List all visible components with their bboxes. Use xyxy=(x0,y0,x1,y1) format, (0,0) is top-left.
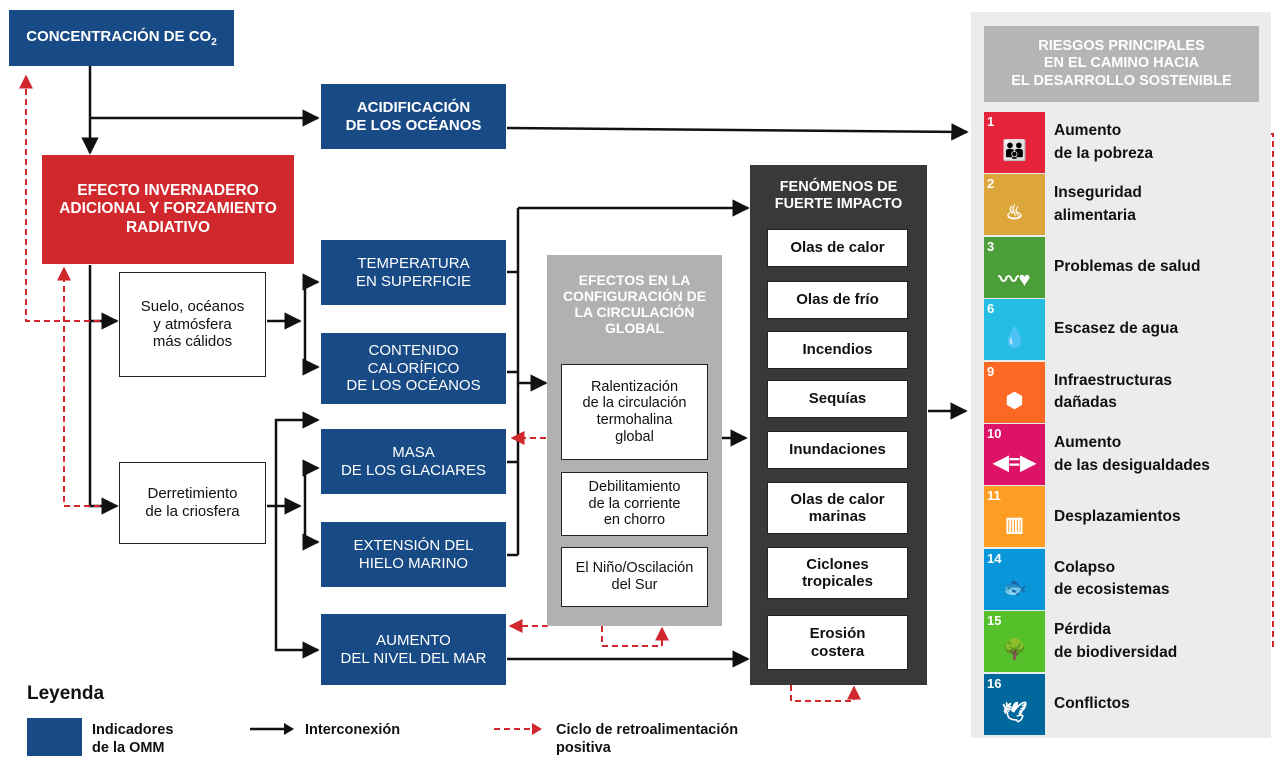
impact-item: Erosión costera xyxy=(767,615,908,670)
bowl-icon: ♨ xyxy=(1005,202,1024,225)
sdg-9-tile: 9⬢ xyxy=(984,361,1045,423)
sdg-10-tile: 10 ◀=▶ xyxy=(984,424,1045,485)
high-impact-events-title: FENÓMENOS DE FUERTE IMPACTO xyxy=(774,179,903,212)
glacier-mass-label: MASA DE LOS GLACIARES xyxy=(340,443,487,479)
equality-icon: ◀=▶ xyxy=(993,452,1036,474)
sdg-number: 10 xyxy=(987,426,1002,441)
risk-label: Aumento de las desigualdades xyxy=(1054,434,1210,474)
sea-ice-extent-label: EXTENSIÓN DEL HIELO MARINO xyxy=(353,536,474,572)
warmer-land-ocean-label: Suelo, océanos y atmósfera más cálidos xyxy=(140,297,245,351)
fish-icon: 🐟 xyxy=(1002,576,1027,599)
ocean-acidification-label: ACIDIFICACIÓN DE LOS OCÉANOS xyxy=(345,98,482,134)
sdg-14-tile: 14🐟 xyxy=(984,548,1045,610)
sdg-11-tile: 11▥ xyxy=(984,486,1045,548)
sdg-number: 6 xyxy=(987,301,995,317)
main-risks-title: RIESGOS PRINCIPALES EN EL CAMINO HACIA E… xyxy=(984,26,1259,102)
glacier-mass-box: MASA DE LOS GLACIARES xyxy=(321,429,506,494)
warmer-land-ocean-box: Suelo, océanos y atmósfera más cálidos xyxy=(119,272,266,377)
people-icon: 👪 xyxy=(1002,140,1027,162)
impact-item: Olas de frío xyxy=(767,281,908,319)
ocean-heat-content-label: CONTENIDO CALORÍFICO DE LOS OCÉANOS xyxy=(346,341,481,395)
sdg-number: 16 xyxy=(987,675,1002,691)
sdg-15-tile: 15🌳 xyxy=(984,611,1045,673)
sdg-number: 14 xyxy=(987,550,1002,566)
risk-label: Escasez de agua xyxy=(1054,320,1179,338)
legend-interconnection-label: Interconexión xyxy=(305,722,401,738)
ocean-heat-content-box: CONTENIDO CALORÍFICO DE LOS OCÉANOS xyxy=(321,333,506,404)
cubes-icon: ⬢ xyxy=(1005,389,1024,412)
sdg-number: 15 xyxy=(987,613,1002,629)
sdg-3-tile: 3〰♥ xyxy=(984,236,1045,298)
sea-level-rise-box: AUMENTO DEL NIVEL DEL MAR xyxy=(321,614,506,685)
co2-label: CONCENTRACIÓN DE CO xyxy=(26,27,212,45)
risk-label: Inseguridad alimentaria xyxy=(1054,184,1142,224)
heartbeat-icon: 〰♥ xyxy=(998,268,1031,291)
tree-icon: 🌳 xyxy=(1002,639,1027,662)
sdg-6-tile: 6💧 xyxy=(984,299,1045,361)
legend-dashed-arrow-icon xyxy=(494,723,542,735)
impact-item: Olas de calor xyxy=(767,229,908,267)
sdg-number: 1 xyxy=(987,114,995,129)
ocean-acidification-box: ACIDIFICACIÓN DE LOS OCÉANOS xyxy=(321,84,506,149)
surface-temperature-label: TEMPERATURA EN SUPERFICIE xyxy=(355,254,472,290)
circulation-item: El Niño/Oscilación del Sur xyxy=(561,547,708,607)
sdg-number: 9 xyxy=(987,363,995,379)
sdg-number: 2 xyxy=(987,176,995,192)
legend-title: Leyenda xyxy=(27,683,105,704)
risk-label: Desplazamientos xyxy=(1054,507,1181,525)
sdg-1-tile: 1👪 xyxy=(984,112,1045,173)
impact-item: Ciclones tropicales xyxy=(767,547,908,599)
risk-label: Conflictos xyxy=(1054,694,1130,712)
legend-indicators-label: Indicadores de la OMM xyxy=(92,722,174,757)
impact-item: Inundaciones xyxy=(767,431,908,469)
city-icon: ▥ xyxy=(1005,514,1024,537)
legend-feedback-label: Ciclo de retroalimentación positiva xyxy=(556,722,739,757)
impact-item: Incendios xyxy=(767,331,908,369)
impact-item: Sequías xyxy=(767,380,908,418)
co2-subscript: 2 xyxy=(211,36,217,48)
sea-ice-extent-box: EXTENSIÓN DEL HIELO MARINO xyxy=(321,522,506,587)
impact-item: Olas de calor marinas xyxy=(767,482,908,534)
legend-arrow-icon xyxy=(250,723,294,735)
circulation-effects-title: EFECTOS EN LA CONFIGURACIÓN DE LA CIRCUL… xyxy=(562,272,707,337)
dove-icon: 🕊 xyxy=(1001,701,1028,724)
circulation-item: Ralentización de la circulación termohal… xyxy=(561,364,708,460)
risk-label: Infraestructuras dañadas xyxy=(1054,371,1173,412)
co2-concentration-box: CONCENTRACIÓN DE CO2 xyxy=(9,10,234,66)
cryosphere-melting-box: Derretimiento de la criosfera xyxy=(119,462,266,544)
sdg-16-tile: 16 🕊 xyxy=(984,673,1045,735)
surface-temperature-box: TEMPERATURA EN SUPERFICIE xyxy=(321,240,506,305)
greenhouse-effect-box: EFECTO INVERNADERO ADICIONAL Y FORZAMIEN… xyxy=(42,155,294,264)
cryosphere-melting-label: Derretimiento de la criosfera xyxy=(145,485,240,520)
water-drop-icon: 💧 xyxy=(1002,327,1027,350)
risk-label: Aumento de la pobreza xyxy=(1054,122,1154,162)
sea-level-rise-label: AUMENTO DEL NIVEL DEL MAR xyxy=(340,631,487,667)
greenhouse-effect-label: EFECTO INVERNADERO ADICIONAL Y FORZAMIEN… xyxy=(59,182,277,236)
sdg-number: 3 xyxy=(987,238,995,254)
sdg-2-tile: 2♨ xyxy=(984,174,1045,236)
sdg-number: 11 xyxy=(987,488,1001,504)
risk-label: Pérdida de biodiversidad xyxy=(1054,621,1178,661)
circulation-item: Debilitamiento de la corriente en chorro xyxy=(561,472,708,536)
risk-label: Problemas de salud xyxy=(1054,258,1201,276)
wmo-indicator-swatch xyxy=(27,718,82,756)
risk-label: Colapso de ecosistemas xyxy=(1054,558,1170,599)
